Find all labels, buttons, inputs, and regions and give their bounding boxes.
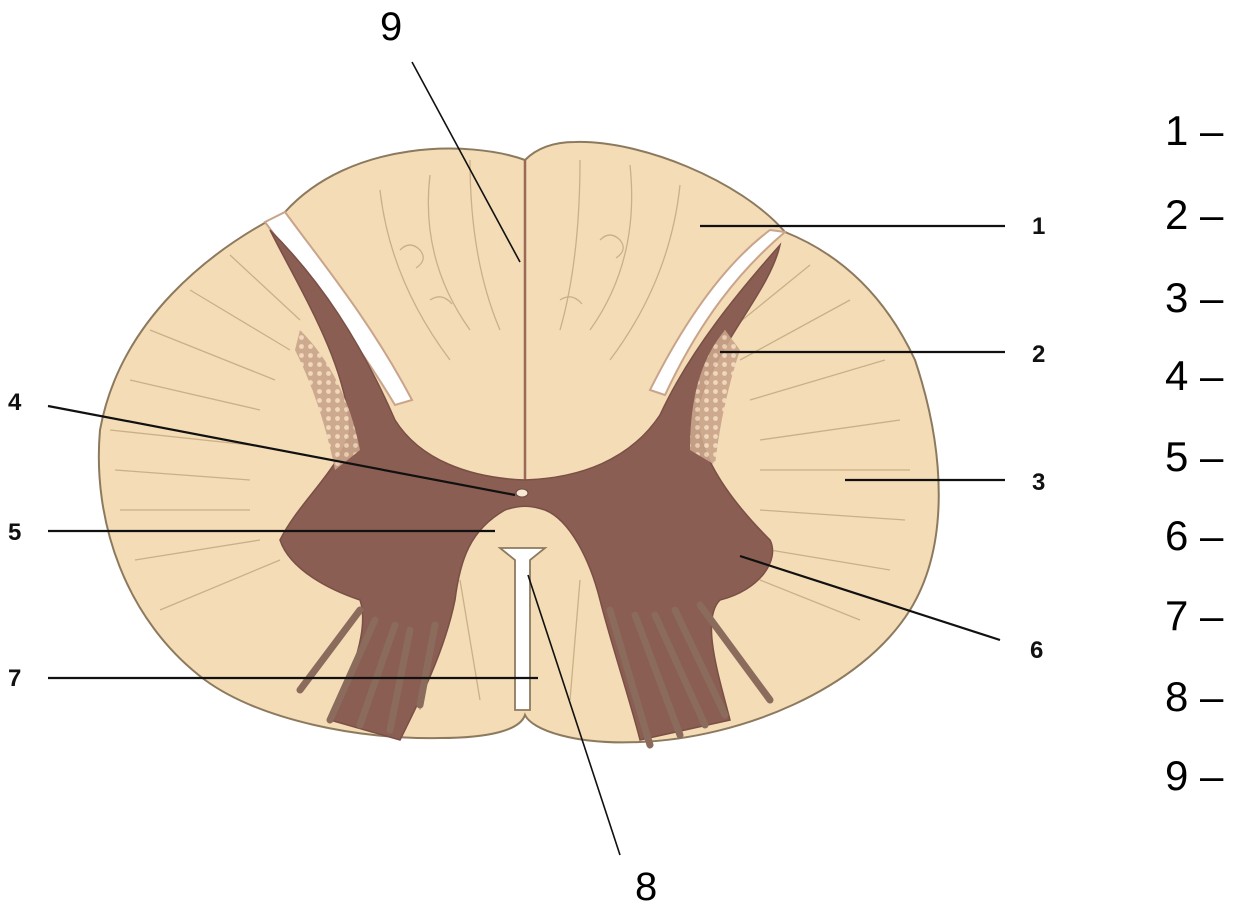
key-item-9: 9 – bbox=[1165, 755, 1223, 797]
callout-9: 9 bbox=[380, 5, 402, 49]
key-item-8: 8 – bbox=[1165, 676, 1223, 718]
callout-5: 5 bbox=[8, 519, 21, 546]
key-item-4: 4 – bbox=[1165, 355, 1223, 397]
callout-1: 1 bbox=[1032, 213, 1045, 240]
key-item-2: 2 – bbox=[1165, 194, 1223, 236]
key-item-5: 5 – bbox=[1165, 436, 1223, 478]
callout-8: 8 bbox=[635, 865, 657, 909]
key-item-1: 1 – bbox=[1165, 110, 1223, 152]
key-item-7: 7 – bbox=[1165, 595, 1223, 637]
callout-7: 7 bbox=[8, 665, 21, 692]
central-canal bbox=[516, 489, 528, 497]
callout-2: 2 bbox=[1032, 341, 1045, 368]
callout-6: 6 bbox=[1030, 637, 1043, 664]
callout-4: 4 bbox=[8, 389, 22, 416]
key-item-3: 3 – bbox=[1165, 277, 1223, 319]
key-item-6: 6 – bbox=[1165, 515, 1223, 557]
callout-3: 3 bbox=[1032, 469, 1045, 496]
